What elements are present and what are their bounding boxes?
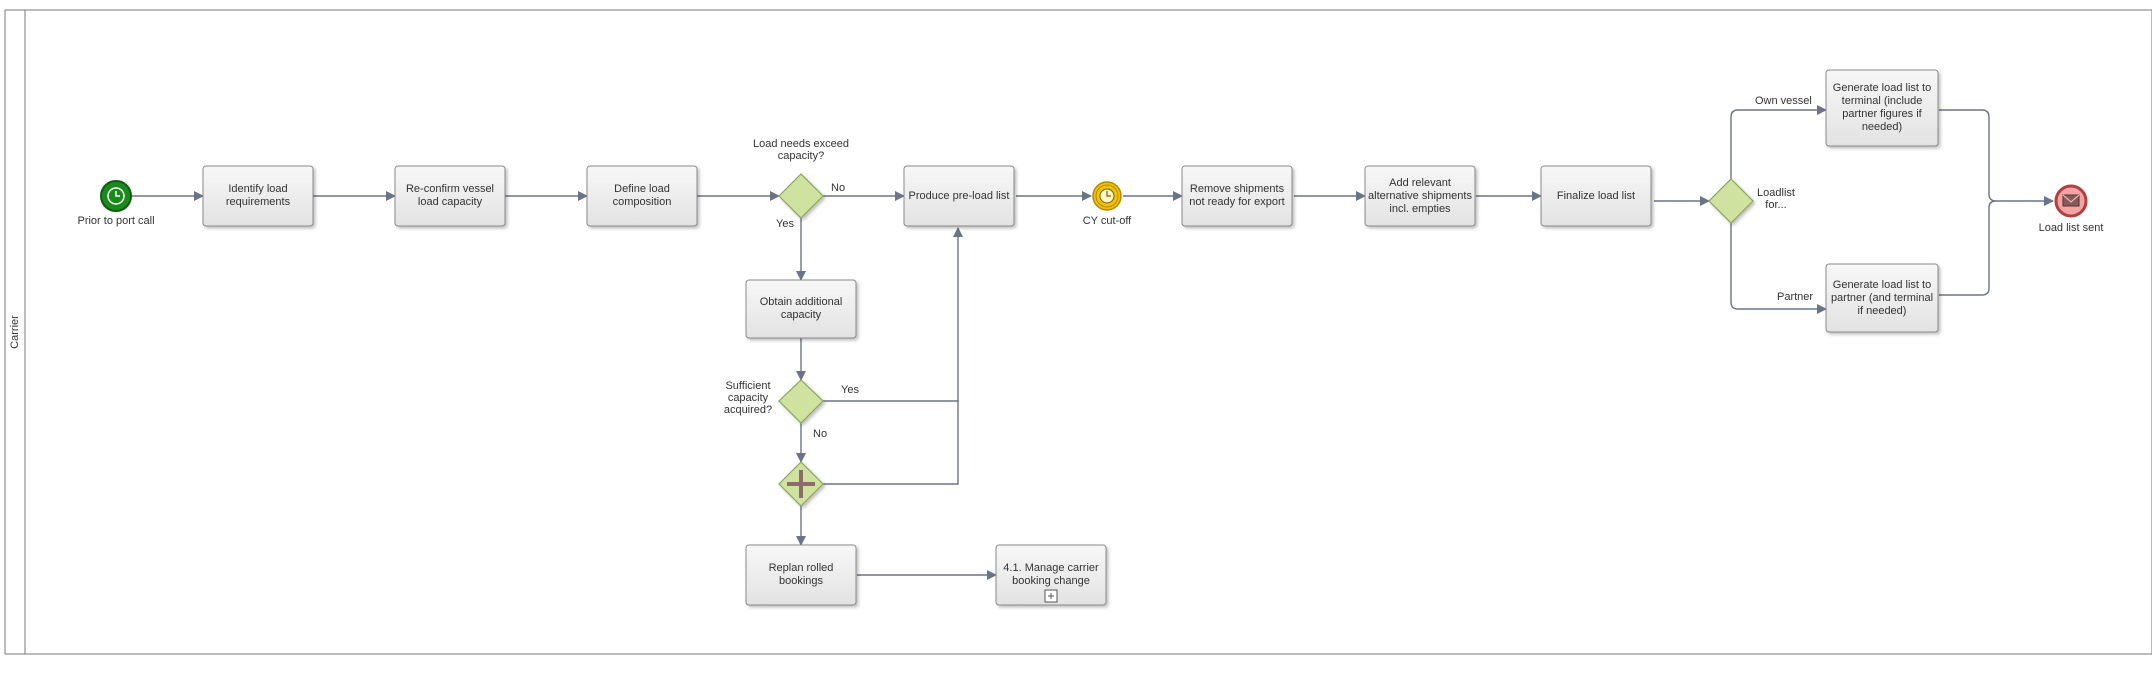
task-label: 4.1. Manage carrier booking change: [1003, 562, 1099, 587]
task-label: Produce pre-load list: [908, 189, 1010, 202]
gateway-own-vessel-label: Own vessel: [1755, 95, 1812, 107]
gateway-sufficient-capacity[interactable]: [778, 379, 824, 424]
gateway-loadlist-for[interactable]: [1708, 178, 1754, 224]
task-label: Define load composition: [612, 183, 672, 208]
task-label: Add relevant alternative shipments incl.…: [1368, 176, 1472, 215]
plus-icon: [787, 470, 815, 498]
gateway-no-label: No: [813, 428, 827, 440]
task-label: Identify load requirements: [225, 183, 291, 208]
gateway-yes-label: Yes: [776, 218, 794, 230]
task-label: Re-confirm vessel load capacity: [405, 183, 495, 208]
flow-loadlist-partner: [1730, 223, 1827, 314]
gateway-question: Load needs exceed capacity?: [752, 138, 850, 162]
expand-subprocess-icon[interactable]: [1044, 589, 1058, 603]
start-event[interactable]: [100, 180, 132, 212]
task-label: Generate load list to terminal (include …: [1832, 82, 1932, 133]
task-define-load-composition[interactable]: Define load composition: [586, 165, 698, 227]
task-replan-rolled-bookings[interactable]: Replan rolled bookings: [745, 544, 857, 606]
sequence-flows: [131, 105, 2054, 580]
task-finalize-load-list[interactable]: Finalize load list: [1540, 165, 1652, 227]
flow-loadlist-own: [1730, 105, 1827, 179]
timer-event-label: CY cut-off: [1083, 215, 1132, 227]
gateway-no-label: No: [831, 182, 845, 194]
task-generate-load-list-terminal[interactable]: Generate load list to terminal (include …: [1825, 69, 1939, 147]
task-label: Finalize load list: [1556, 189, 1636, 202]
gateway-exceed-capacity[interactable]: [778, 173, 824, 219]
task-label: Remove shipments not ready for export: [1189, 183, 1285, 208]
gateway-question: Sufficient capacity acquired?: [723, 380, 773, 416]
start-event-label: Prior to port call: [77, 215, 155, 227]
flow-terminal-end: [1939, 109, 2054, 206]
task-label: Obtain additional capacity: [759, 296, 843, 321]
task-identify-load-requirements[interactable]: Identify load requirements: [202, 165, 314, 227]
flow-parallel-produce: [823, 401, 959, 485]
gateway-yes-label: Yes: [841, 384, 859, 396]
task-label: Generate load list to partner (and termi…: [1830, 278, 1934, 317]
task-reconfirm-vessel-capacity[interactable]: Re-confirm vessel load capacity: [394, 165, 506, 227]
gateway-parallel[interactable]: [778, 461, 824, 507]
task-add-alternative-shipments[interactable]: Add relevant alternative shipments incl.…: [1364, 165, 1476, 227]
gateway-partner-label: Partner: [1777, 291, 1813, 303]
task-label: Replan rolled bookings: [768, 562, 834, 587]
task-remove-shipments[interactable]: Remove shipments not ready for export: [1181, 165, 1293, 227]
task-produce-pre-load-list[interactable]: Produce pre-load list: [903, 165, 1015, 227]
subprocess-manage-carrier-booking-change[interactable]: 4.1. Manage carrier booking change: [995, 544, 1107, 606]
task-generate-load-list-partner[interactable]: Generate load list to partner (and termi…: [1825, 263, 1939, 333]
gateway-question: Loadlist for...: [1757, 187, 1795, 211]
clock-icon: [107, 187, 125, 205]
envelope-icon: [2062, 194, 2080, 207]
task-obtain-additional-capacity[interactable]: Obtain additional capacity: [745, 279, 857, 339]
end-event[interactable]: [2054, 184, 2088, 218]
clock-icon: [1099, 188, 1115, 204]
intermediate-timer-event[interactable]: [1092, 181, 1122, 211]
flow-partner-end: [1939, 200, 1997, 296]
lane-label: Carrier: [9, 315, 21, 349]
end-event-label: Load list sent: [2039, 222, 2104, 234]
